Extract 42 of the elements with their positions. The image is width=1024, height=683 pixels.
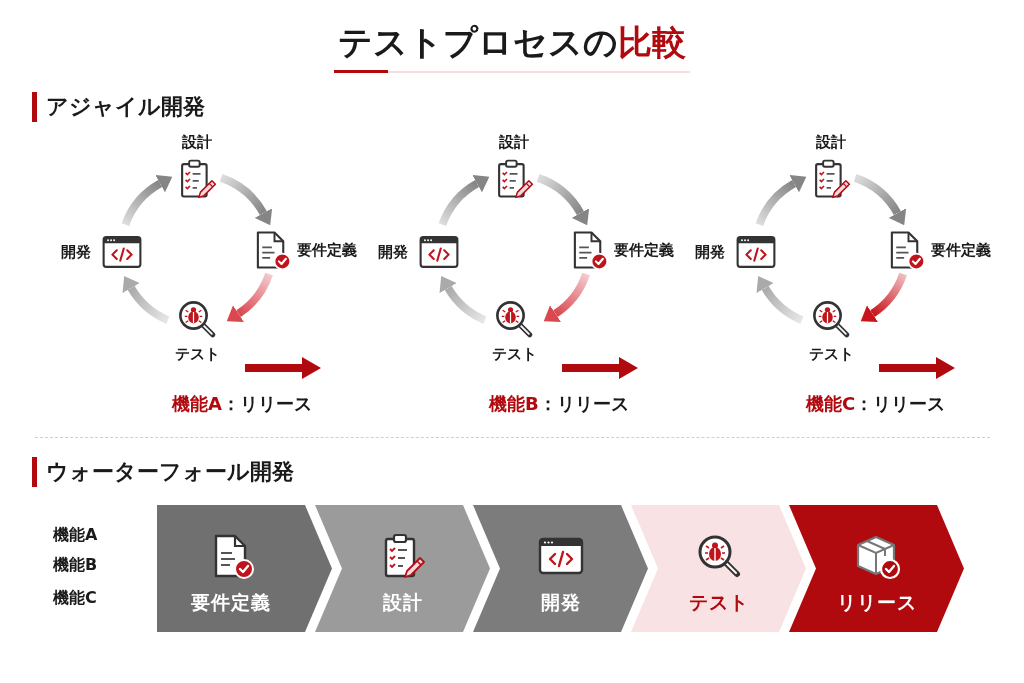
step-label: 開発 <box>61 242 91 262</box>
curved-arrow <box>439 276 487 324</box>
feature-label: 機能A <box>53 524 98 546</box>
curved-arrow <box>227 272 273 322</box>
step-banner <box>157 505 332 632</box>
step-label: 要件定義 <box>614 240 674 260</box>
curved-arrow <box>544 272 590 322</box>
curved-arrow <box>219 174 272 225</box>
curved-arrow <box>755 175 806 227</box>
step-label: リリース <box>836 589 917 614</box>
step-label: 設計 <box>499 132 529 152</box>
step-banner <box>631 505 806 632</box>
step-label: 設計 <box>816 132 846 152</box>
curved-arrow <box>756 276 804 324</box>
step-banner <box>315 505 490 632</box>
release-label: 機能A：リリース <box>172 392 312 416</box>
curved-arrow <box>861 272 907 322</box>
section-heading: アジャイル開発 <box>32 92 205 122</box>
curved-arrow <box>121 175 172 227</box>
step-label: 開発 <box>378 242 408 262</box>
section-heading: ウォーターフォール開発 <box>32 457 294 487</box>
step-banner <box>473 505 648 632</box>
step-label: テスト <box>174 344 220 364</box>
curved-arrow <box>438 175 489 227</box>
curved-arrow <box>853 174 906 225</box>
step-label: 要件定義 <box>931 240 991 260</box>
step-banner <box>789 505 964 632</box>
step-label: テスト <box>808 344 854 364</box>
step-label: 設計 <box>382 589 423 614</box>
step-label: テスト <box>491 344 537 364</box>
step-label: 開発 <box>695 242 725 262</box>
release-label: 機能B：リリース <box>489 392 629 416</box>
curved-arrow <box>536 174 589 225</box>
step-label: 要件定義 <box>297 240 357 260</box>
step-label: テスト <box>688 589 749 614</box>
step-label: 設計 <box>182 132 212 152</box>
feature-label: 機能C <box>53 587 97 609</box>
step-label: 開発 <box>540 589 581 614</box>
feature-label: 機能B <box>53 554 98 576</box>
curved-arrow <box>122 276 170 324</box>
release-label: 機能C：リリース <box>806 392 946 416</box>
step-label: 要件定義 <box>191 589 271 614</box>
